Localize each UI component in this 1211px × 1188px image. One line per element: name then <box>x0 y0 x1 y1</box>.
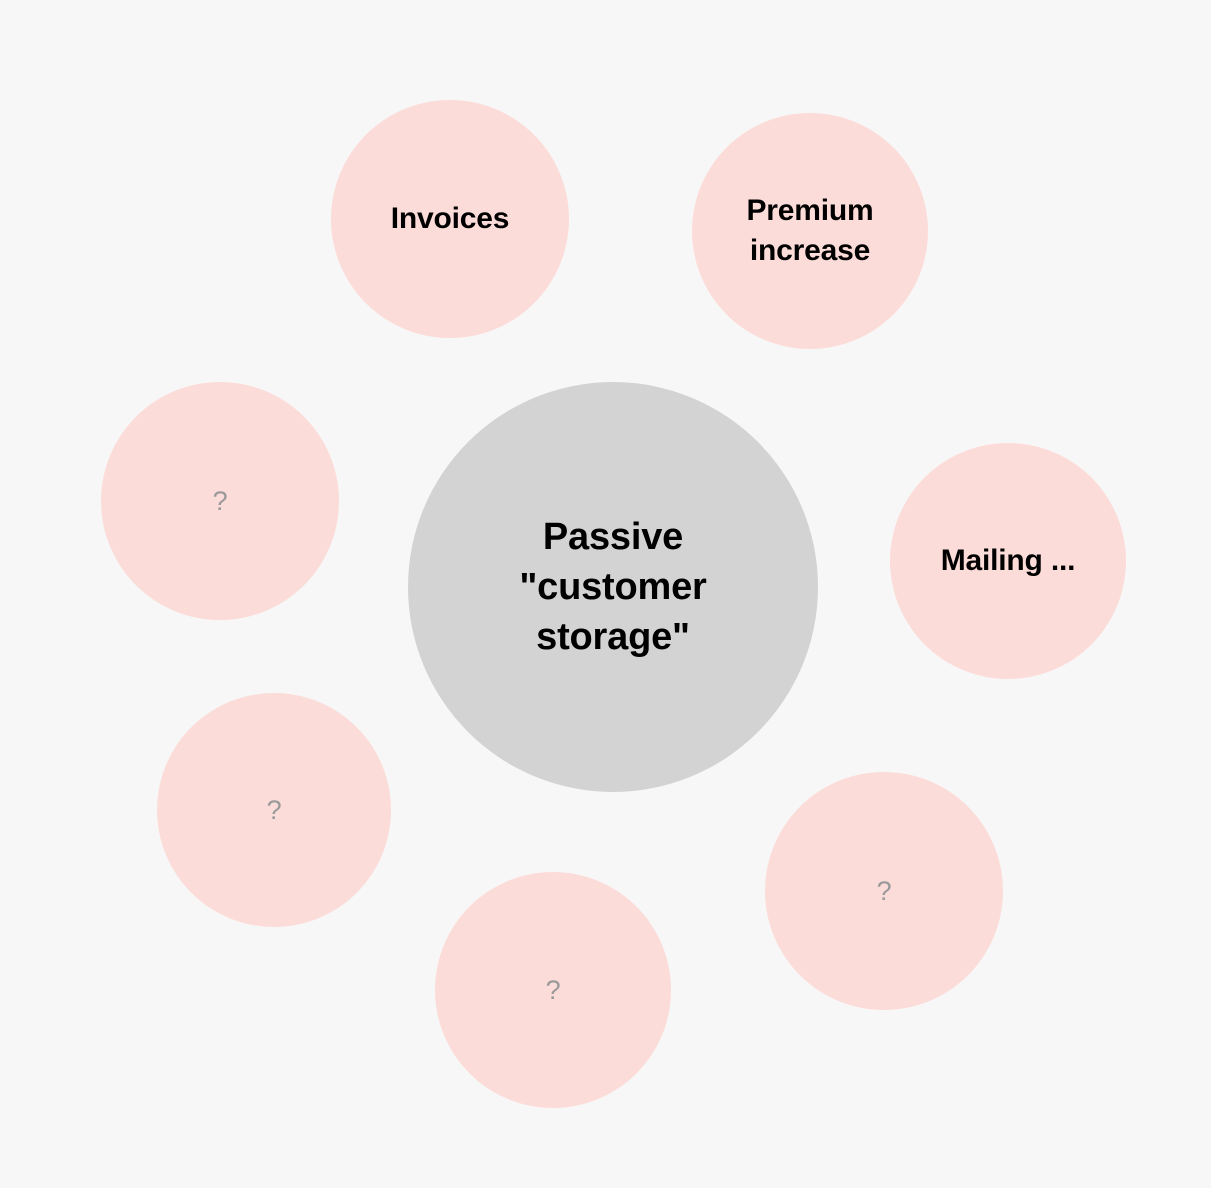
node-premium-increase[interactable]: Premium increase <box>692 113 928 349</box>
node-label-unknown-lower-left: ? <box>266 795 282 825</box>
node-label-unknown-right: ? <box>876 876 892 906</box>
node-center-passive-customer-storage[interactable]: Passive "customer storage" <box>408 382 818 792</box>
node-label-invoices: Invoices <box>390 202 510 235</box>
node-label-center: Passive "customer storage" <box>519 516 707 658</box>
node-label-mailing: Mailing ... <box>940 544 1076 577</box>
node-label-premium-increase: Premium increase <box>746 194 874 267</box>
node-label-unknown-left: ? <box>212 486 228 516</box>
node-invoices[interactable]: Invoices <box>331 100 569 338</box>
node-unknown-lower-left[interactable]: ? <box>157 693 391 927</box>
node-mailing[interactable]: Mailing ... <box>890 443 1126 679</box>
node-label-unknown-bottom: ? <box>545 975 561 1005</box>
node-unknown-right[interactable]: ? <box>765 772 1003 1010</box>
node-unknown-left[interactable]: ? <box>101 382 339 620</box>
node-unknown-bottom[interactable]: ? <box>435 872 671 1108</box>
